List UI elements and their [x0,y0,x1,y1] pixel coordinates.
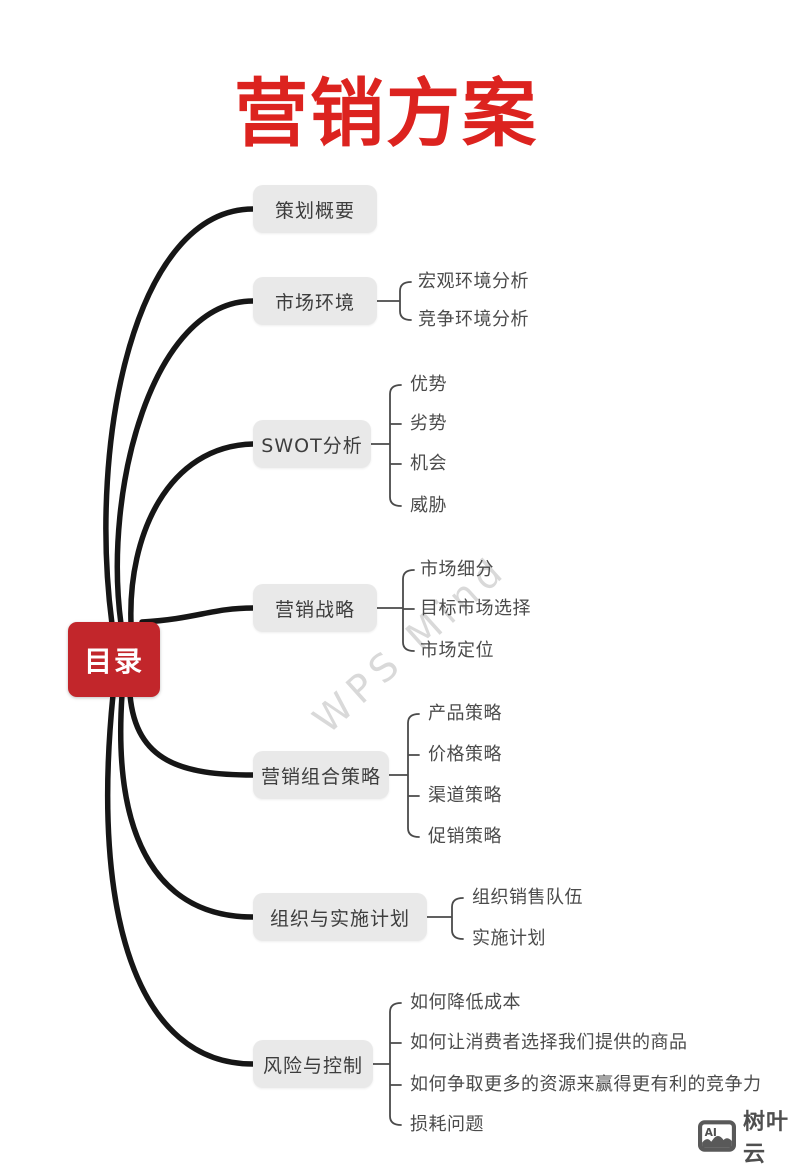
curve-branch-0 [103,206,256,627]
leaf-node: 优势 [410,374,447,395]
leaf-node: 竞争环境分析 [418,309,529,330]
branch-node-swot-analysis: SWOT分析 [253,420,371,468]
bracket-branch-4 [388,713,420,838]
bracket-branch-1 [376,281,412,321]
curve-branch-1 [114,298,256,627]
leaf-node: 产品策略 [428,703,502,724]
branch-node-market-environment: 市场环境 [253,277,377,325]
bracket-branch-2 [370,384,402,507]
leaf-node: 渠道策略 [428,785,502,806]
branch-node-marketing-mix: 营销组合策略 [253,751,389,799]
branch-node-marketing-strategy: 营销战略 [253,584,377,632]
root-node: 目录 [68,622,160,697]
leaf-node: 威胁 [410,495,447,516]
leaf-node: 市场细分 [420,559,494,580]
bracket-branch-6 [372,1002,402,1126]
leaf-node: 市场定位 [420,640,494,661]
branch-node-planning-summary: 策划概要 [253,185,377,233]
bracket-branch-5 [426,897,464,940]
leaf-node: 损耗问题 [410,1114,484,1135]
leaf-node: 促销策略 [428,826,502,847]
curve-branch-6 [104,692,256,1067]
brand-footer: AI 树叶云 [698,1104,800,1168]
leaf-node: 劣势 [410,413,447,434]
leaf-node: 组织销售队伍 [472,887,583,908]
leaf-node: 机会 [410,453,447,474]
leaf-node: 如何争取更多的资源来赢得更有利的竞争力 [410,1074,762,1095]
leaf-node: 如何让消费者选择我们提供的商品 [410,1032,688,1053]
leaf-node: 实施计划 [472,928,546,949]
ai-logo-text: AI [705,1126,717,1139]
bracket-branch-3 [376,569,415,652]
curve-branch-4 [127,692,256,778]
leaf-node: 目标市场选择 [420,598,531,619]
leaf-node: 价格策略 [428,744,502,765]
brand-name: 树叶云 [743,1110,790,1167]
curve-branch-3 [139,605,256,625]
leaf-node: 宏观环境分析 [418,271,529,292]
curve-branch-5 [118,692,256,920]
page-title: 营销方案 [234,71,538,157]
curve-branch-2 [128,441,256,626]
branch-node-risk-control: 风险与控制 [253,1040,373,1088]
leaf-node: 如何降低成本 [410,992,521,1013]
branch-node-org-implementation: 组织与实施计划 [253,893,427,941]
ai-image-logo-icon: AI [698,1120,736,1152]
